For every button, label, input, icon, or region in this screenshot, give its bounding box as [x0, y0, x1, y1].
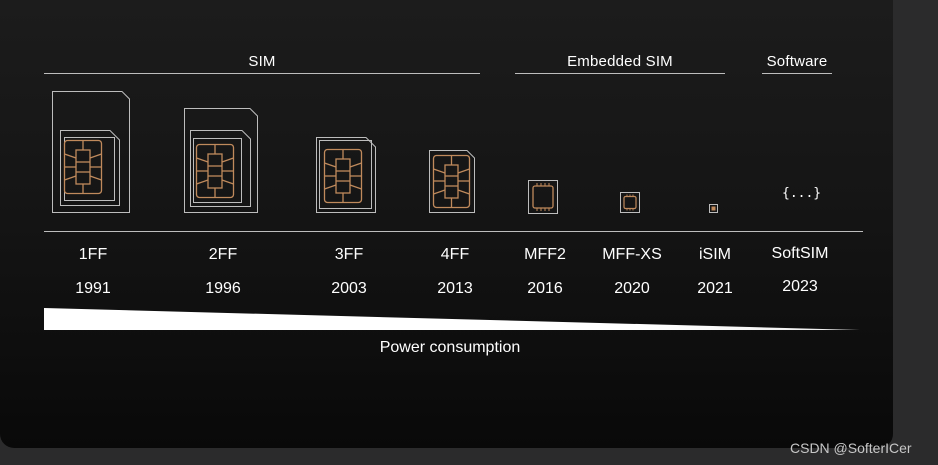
- sim-card-1ff-icon: [52, 91, 130, 213]
- item-year-isim: 2021: [697, 280, 733, 297]
- embedded-chip-mff-xs-icon: [620, 192, 640, 213]
- sim-card-3ff-icon: [316, 137, 376, 213]
- group-underline-embedded-sim: [515, 73, 725, 74]
- power-consumption-wedge: [44, 308, 860, 330]
- item-year-mff-xs: 2020: [614, 280, 650, 297]
- code-braces-icon: {...}: [782, 186, 822, 201]
- item-year-mff2: 2016: [527, 280, 563, 297]
- item-label-3ff: 3FF: [334, 246, 364, 263]
- power-consumption-label: Power consumption: [379, 339, 521, 356]
- sim-card-2ff-icon: [184, 108, 258, 213]
- embedded-chip-mff2-icon: [528, 180, 558, 214]
- group-underline-software: [762, 73, 832, 74]
- item-label-isim: iSIM: [699, 246, 731, 263]
- group-label-embedded-sim: Embedded SIM: [567, 53, 673, 70]
- group-label-sim: SIM: [248, 53, 276, 70]
- item-year-1ff: 1991: [75, 280, 111, 297]
- integrated-chip-isim-icon: [709, 204, 718, 213]
- group-underline-sim: [44, 73, 480, 74]
- item-year-softsim: 2023: [782, 278, 818, 295]
- item-label-4ff: 4FF: [440, 246, 470, 263]
- group-label-software: Software: [766, 53, 828, 70]
- item-year-2ff: 1996: [205, 280, 241, 297]
- item-label-mff-xs: MFF-XS: [602, 246, 662, 263]
- divider-line: [44, 231, 863, 232]
- diagram-panel: SIM Embedded SIM Software: [0, 0, 893, 448]
- watermark-text: CSDN @SofterICer: [790, 440, 912, 456]
- item-year-3ff: 2003: [331, 280, 367, 297]
- item-label-1ff: 1FF: [78, 246, 108, 263]
- sim-card-4ff-icon: [429, 150, 475, 213]
- item-year-4ff: 2013: [437, 280, 473, 297]
- item-label-2ff: 2FF: [208, 246, 238, 263]
- item-label-mff2: MFF2: [524, 246, 566, 263]
- item-label-softsim: SoftSIM: [771, 245, 829, 262]
